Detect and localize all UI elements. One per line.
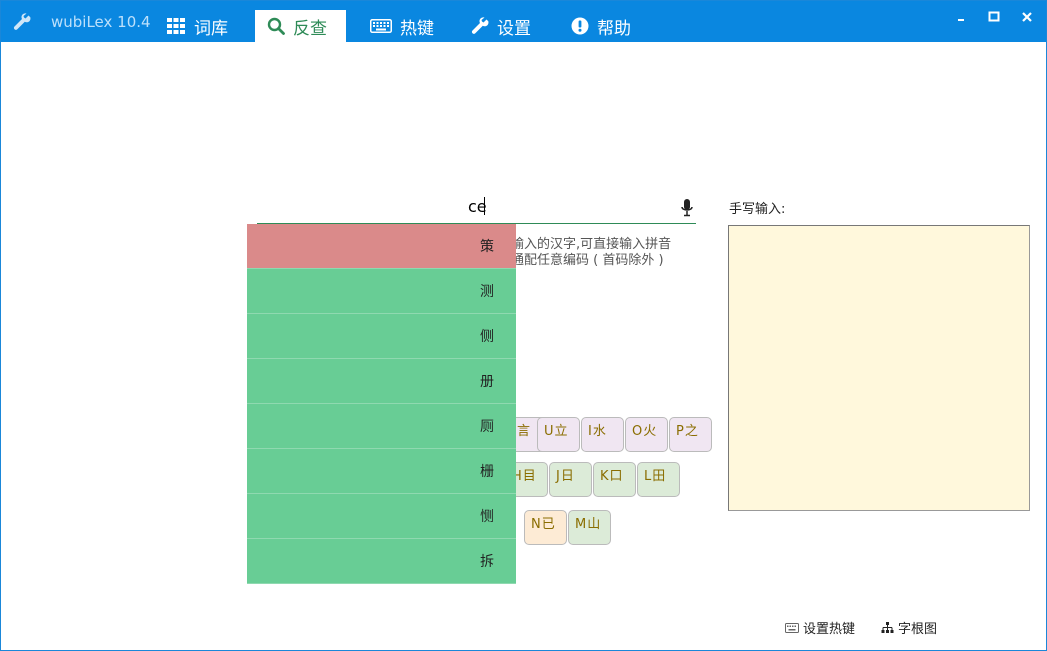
candidate-item[interactable]: 策 [247,224,516,269]
search-input[interactable]: ce [257,192,696,224]
keyboard-icon [370,19,392,33]
candidate-item[interactable]: 栅 [247,449,516,494]
microphone-icon[interactable] [680,198,694,218]
candidate-item[interactable]: 拆 [247,539,516,584]
tab-dictionary[interactable]: 词库 [154,10,240,42]
close-icon [1022,12,1032,22]
key-n[interactable]: N已 [524,510,567,545]
tab-hotkeys[interactable]: 热键 [358,10,446,42]
sitemap-icon [881,621,894,633]
candidate-item[interactable]: 测 [247,269,516,314]
key-p[interactable]: P之 [669,417,712,452]
handwriting-label: 手写输入: [729,202,786,217]
key-u[interactable]: U立 [537,417,580,452]
handwriting-pad[interactable] [728,225,1030,511]
close-button[interactable] [1016,7,1038,27]
grid-icon [167,18,185,34]
radical-chart-link[interactable]: 字根图 [881,618,937,637]
tab-reverse-lookup[interactable]: 反查 [255,10,346,42]
radical-chart-label: 字根图 [898,622,938,637]
tab-help[interactable]: 帮助 [559,10,643,42]
tab-label: 词库 [194,18,228,39]
keyboard-icon [785,622,799,633]
key-l[interactable]: L田 [637,462,680,497]
tab-label: 设置 [497,18,531,39]
hint-line-1: 输入的汉字,可直接输入拼音 [511,237,672,252]
text-caret [484,197,485,215]
tab-settings[interactable]: 设置 [459,10,543,42]
key-o[interactable]: O火 [625,417,668,452]
candidate-item[interactable]: 册 [247,359,516,404]
search-icon [267,17,285,35]
info-icon [571,17,589,35]
candidate-item[interactable]: 恻 [247,494,516,539]
maximize-button[interactable] [983,7,1005,27]
maximize-icon [988,11,1000,22]
tab-label: 反查 [293,18,327,39]
candidate-item[interactable]: 侧 [247,314,516,359]
candidate-item[interactable]: 厕 [247,404,516,449]
tab-label: 热键 [400,18,434,39]
set-hotkey-link[interactable]: 设置热键 [785,618,855,637]
key-i[interactable]: I水 [581,417,624,452]
key-m[interactable]: M山 [568,510,611,545]
lookup-hint: 输入的汉字,可直接输入拼音 通配任意编码 ( 首码除外 ) [511,237,671,269]
tab-label: 帮助 [597,18,631,39]
wrench-icon [471,17,489,34]
hint-line-2: 通配任意编码 ( 首码除外 ) [511,253,664,268]
search-value: ce [468,197,487,216]
titlebar: wubiLex 10.4 词库 反查 热键 [1,1,1046,42]
candidate-list: 策 测 侧 册 厕 栅 恻 拆 [247,224,516,584]
set-hotkey-label: 设置热键 [803,622,856,637]
app-title: wubiLex 10.4 [51,13,151,31]
minimize-button[interactable] [950,7,972,27]
minimize-icon [958,19,964,21]
key-k[interactable]: K口 [593,462,636,497]
wrench-app-icon [13,13,31,30]
key-j[interactable]: J日 [549,462,592,497]
